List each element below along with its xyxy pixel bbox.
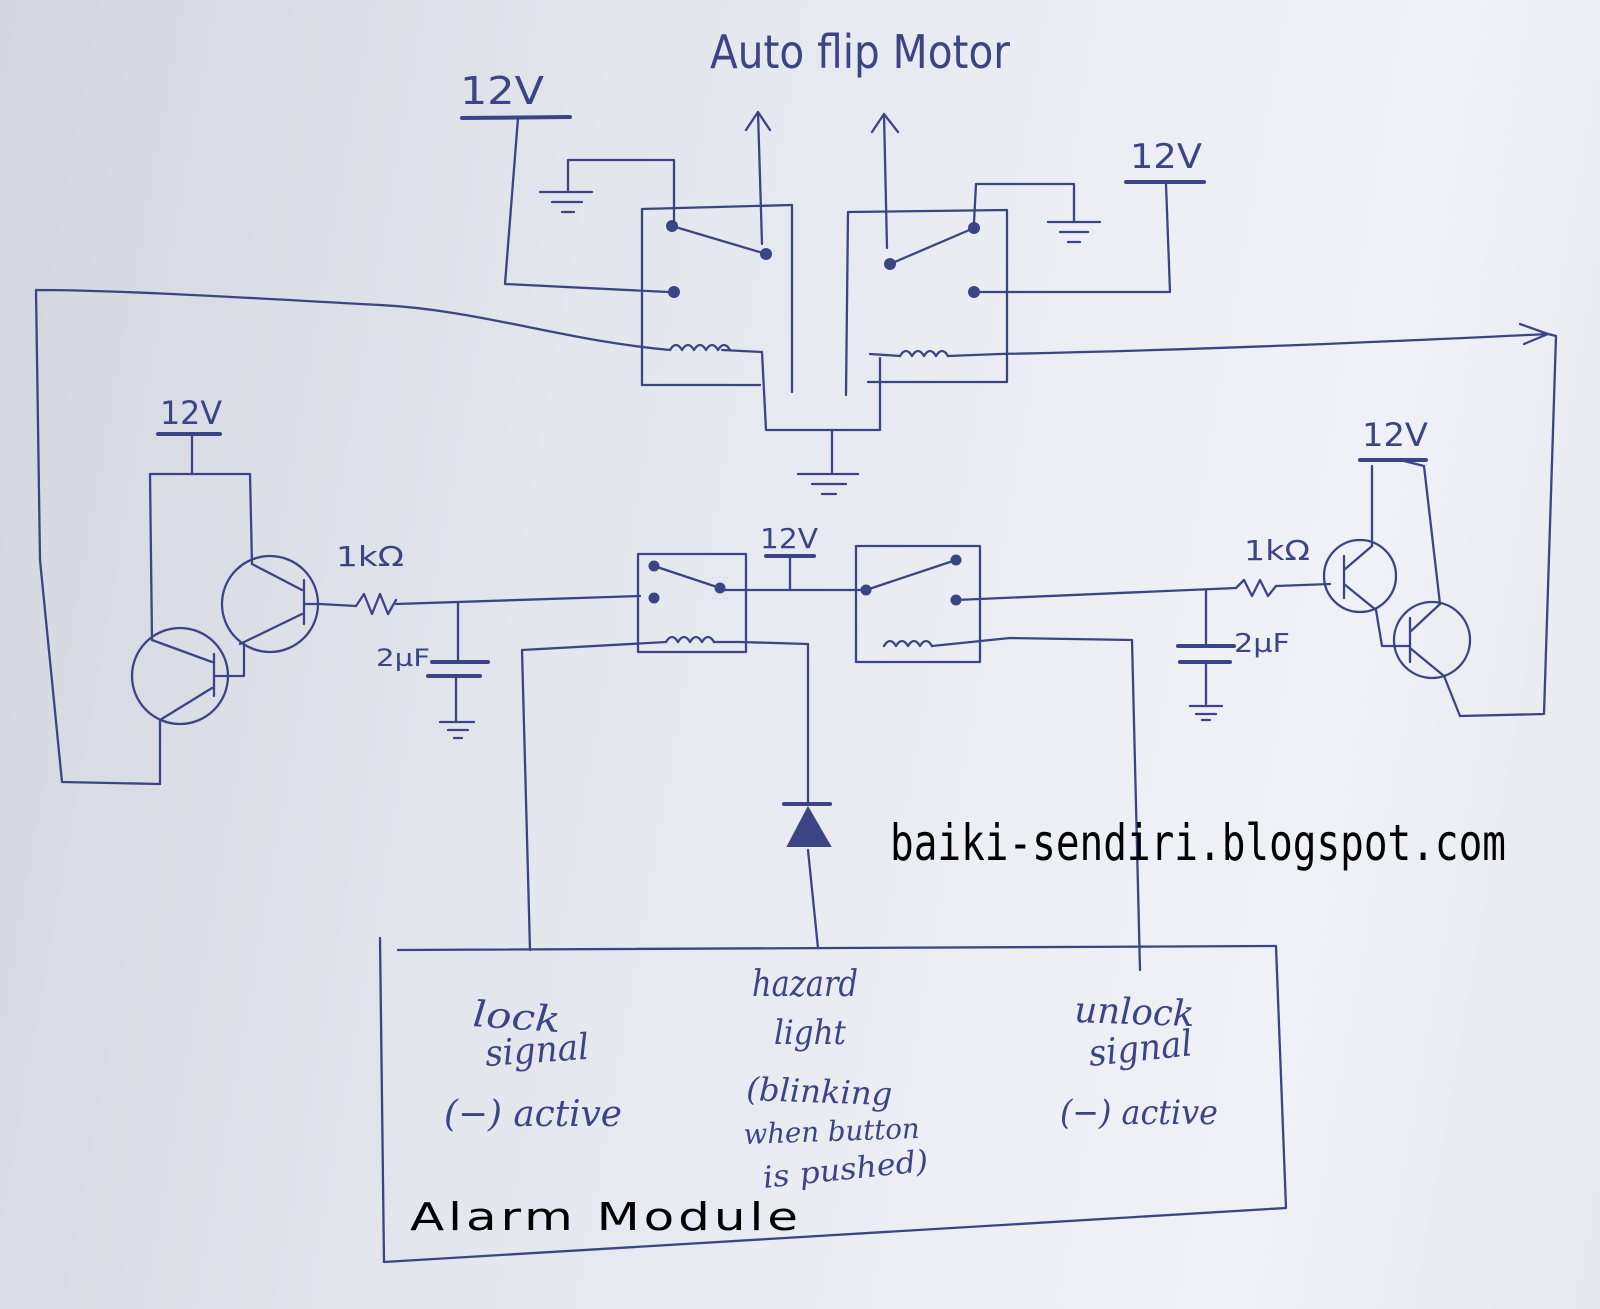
svg-text:lock: lock — [471, 994, 562, 1041]
left-rc-network: 1kΩ 2µF — [318, 540, 642, 740]
hazard-light-label: hazard light (blinking when button is pu… — [743, 964, 930, 1196]
top-left-ground-symbol — [538, 158, 676, 226]
unlock-signal-label: unlock signal (−) active — [1060, 990, 1218, 1133]
svg-text:12V: 12V — [1362, 416, 1428, 454]
top-right-12v-supply: 12V — [976, 137, 1206, 294]
middle-12v-supply: 12V — [718, 522, 868, 592]
alarm-module-box — [378, 936, 1288, 1264]
left-transistor-pair: 12V — [130, 394, 322, 786]
svg-text:2µF: 2µF — [376, 644, 430, 672]
svg-text:(blinking: (blinking — [746, 1070, 893, 1113]
svg-text:1kΩ: 1kΩ — [1244, 534, 1310, 567]
svg-text:(−) active: (−) active — [1060, 1093, 1218, 1133]
blog-watermark: baiki-sendiri.blogspot.com — [890, 814, 1506, 872]
coil-ground-connection — [760, 350, 882, 496]
alarm-module-title: Alarm Module — [410, 1195, 802, 1239]
svg-text:12V: 12V — [160, 394, 222, 432]
middle-right-relay — [854, 544, 982, 664]
svg-text:12V: 12V — [760, 522, 818, 555]
hazard-diode — [782, 802, 832, 847]
svg-text:12V: 12V — [1130, 137, 1202, 177]
left-feed-wire — [34, 288, 672, 786]
lock-signal-label: lock signal (−) active — [444, 994, 622, 1135]
right-transistor-pair: 12V — [1322, 416, 1472, 718]
diagram-title: Auto flip Motor — [710, 25, 1010, 79]
right-feed-wire — [998, 322, 1558, 718]
top-left-12v-supply: 12V — [460, 69, 670, 294]
svg-text:light: light — [774, 1013, 846, 1053]
top-right-ground-symbol — [972, 182, 1102, 244]
right-rc-network: 1kΩ 2µF — [954, 534, 1332, 722]
motor-output-arrows — [744, 110, 900, 250]
svg-text:signal: signal — [484, 1027, 591, 1075]
svg-text:is pushed): is pushed) — [761, 1144, 930, 1196]
svg-text:unlock: unlock — [1074, 990, 1195, 1035]
lock-signal-wire — [520, 640, 668, 952]
top-left-relay — [640, 203, 794, 394]
svg-text:1kΩ: 1kΩ — [336, 540, 404, 573]
top-right-relay — [844, 208, 1009, 397]
svg-text:2µF: 2µF — [1234, 629, 1290, 659]
unlock-signal-wire — [930, 636, 1142, 972]
svg-text:(−) active: (−) active — [444, 1094, 622, 1135]
hazard-light-wire — [738, 640, 820, 950]
svg-text:12V: 12V — [460, 69, 544, 113]
svg-text:when button: when button — [743, 1112, 920, 1151]
svg-text:hazard: hazard — [752, 964, 858, 1005]
middle-left-relay — [636, 552, 748, 654]
